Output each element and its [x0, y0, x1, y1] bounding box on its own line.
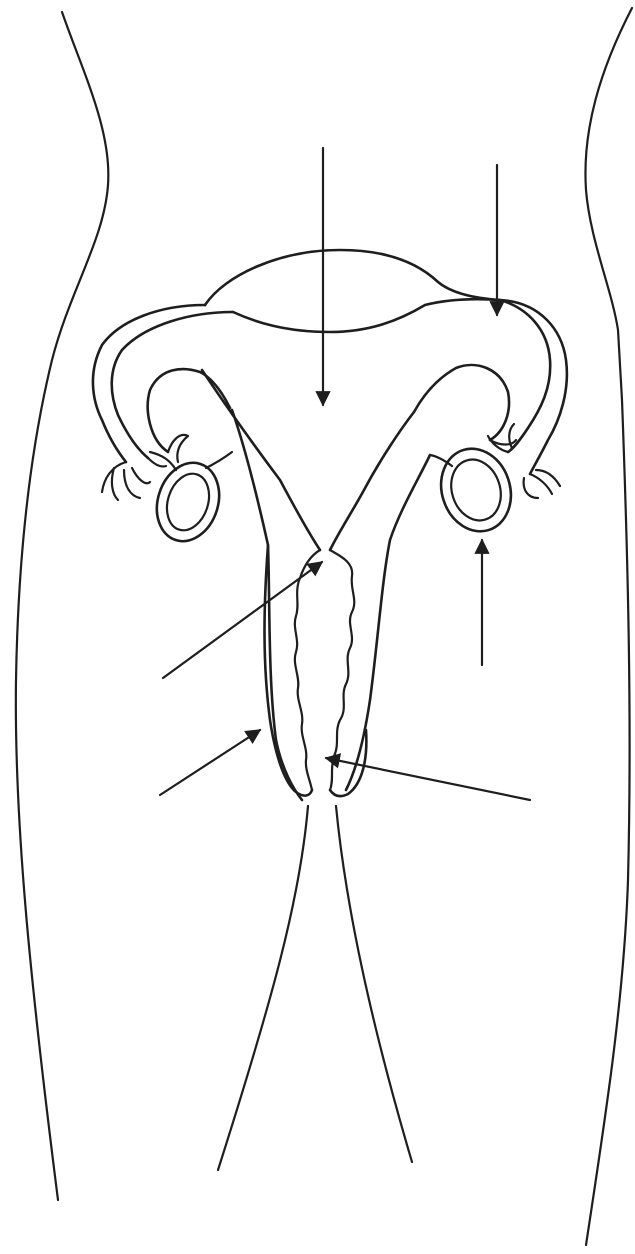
pointer-cervix — [326, 758, 530, 800]
tube-curl-right — [414, 365, 509, 440]
uterine-wall-right-inner — [330, 412, 414, 550]
inner-leg-left — [218, 806, 308, 1170]
fallopian-tube-right-inner — [500, 300, 550, 452]
uterine-wall-right-outer — [346, 455, 430, 790]
pointer-uterine-lining — [163, 562, 322, 678]
ovary-left-inner — [160, 468, 216, 536]
uterus-cavity-line — [233, 299, 500, 332]
fallopian-tube-right-outer — [500, 300, 567, 474]
uterus-outline — [205, 250, 500, 305]
ovary-right-inner — [444, 453, 509, 527]
pointer-vaginal-wall — [160, 730, 260, 795]
inner-leg-right — [336, 806, 412, 1162]
ovary-right-outer — [431, 440, 522, 541]
body-outline-left — [16, 12, 109, 1200]
fimbriae-left — [102, 452, 176, 500]
fallopian-tube-left-outer — [93, 305, 205, 462]
tube-curl-left-tip — [168, 435, 188, 462]
tube-curl-left — [148, 369, 230, 452]
endometrium-left-wavy — [295, 550, 320, 790]
ovary-ligament-left — [206, 452, 232, 468]
ovary-left-outer — [147, 455, 229, 550]
body-outline-right — [585, 8, 632, 1245]
endometrium-right-wavy — [330, 550, 354, 790]
